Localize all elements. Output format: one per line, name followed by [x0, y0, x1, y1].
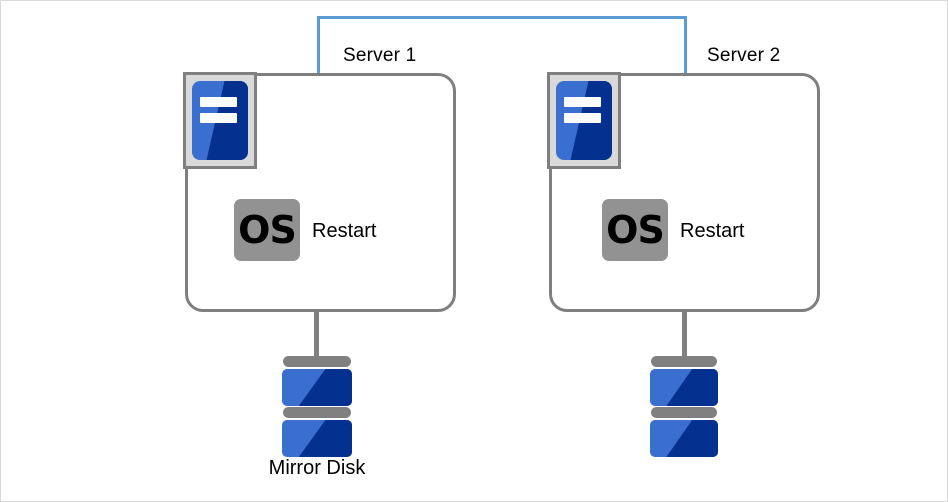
server-2-os-badge: OS [602, 199, 668, 261]
disk-platter-top [282, 369, 352, 406]
disk-bar-top [283, 356, 351, 367]
disk-bar-top [651, 356, 717, 367]
server-icon-body [556, 81, 612, 160]
disk-bar-middle [283, 407, 351, 418]
server-2-status-label: Restart [680, 220, 745, 242]
disk-bar-middle [651, 407, 717, 418]
server-icon-body [192, 81, 248, 160]
server-1-label: Server 1 [343, 45, 417, 66]
disk-platter-bottom [282, 420, 352, 457]
disk-platter-shade [298, 369, 352, 406]
disk-platter-shade [666, 369, 718, 406]
server-1-machine-icon [183, 72, 257, 169]
server-icon-slot-bottom [199, 112, 237, 123]
server-2-disk-connector [682, 312, 687, 361]
server-1-disk-icon [282, 356, 352, 457]
cluster-interconnect-link [317, 16, 687, 75]
server-1-status-label: Restart [312, 220, 377, 242]
server-1-disk-label: Mirror Disk [268, 457, 366, 479]
server-2-disk-icon [650, 356, 718, 457]
server-icon-slot-bottom [563, 112, 601, 123]
server-2-machine-icon [547, 72, 621, 169]
disk-platter-shade [298, 420, 352, 457]
server-icon-slot-top [563, 96, 601, 108]
disk-platter-bottom [650, 420, 718, 457]
server-icon-slot-top [199, 96, 237, 108]
server-1-os-badge: OS [234, 199, 300, 261]
disk-platter-shade [666, 420, 718, 457]
server-1-disk-connector [314, 312, 319, 361]
server-2-label: Server 2 [707, 45, 781, 66]
disk-platter-top [650, 369, 718, 406]
